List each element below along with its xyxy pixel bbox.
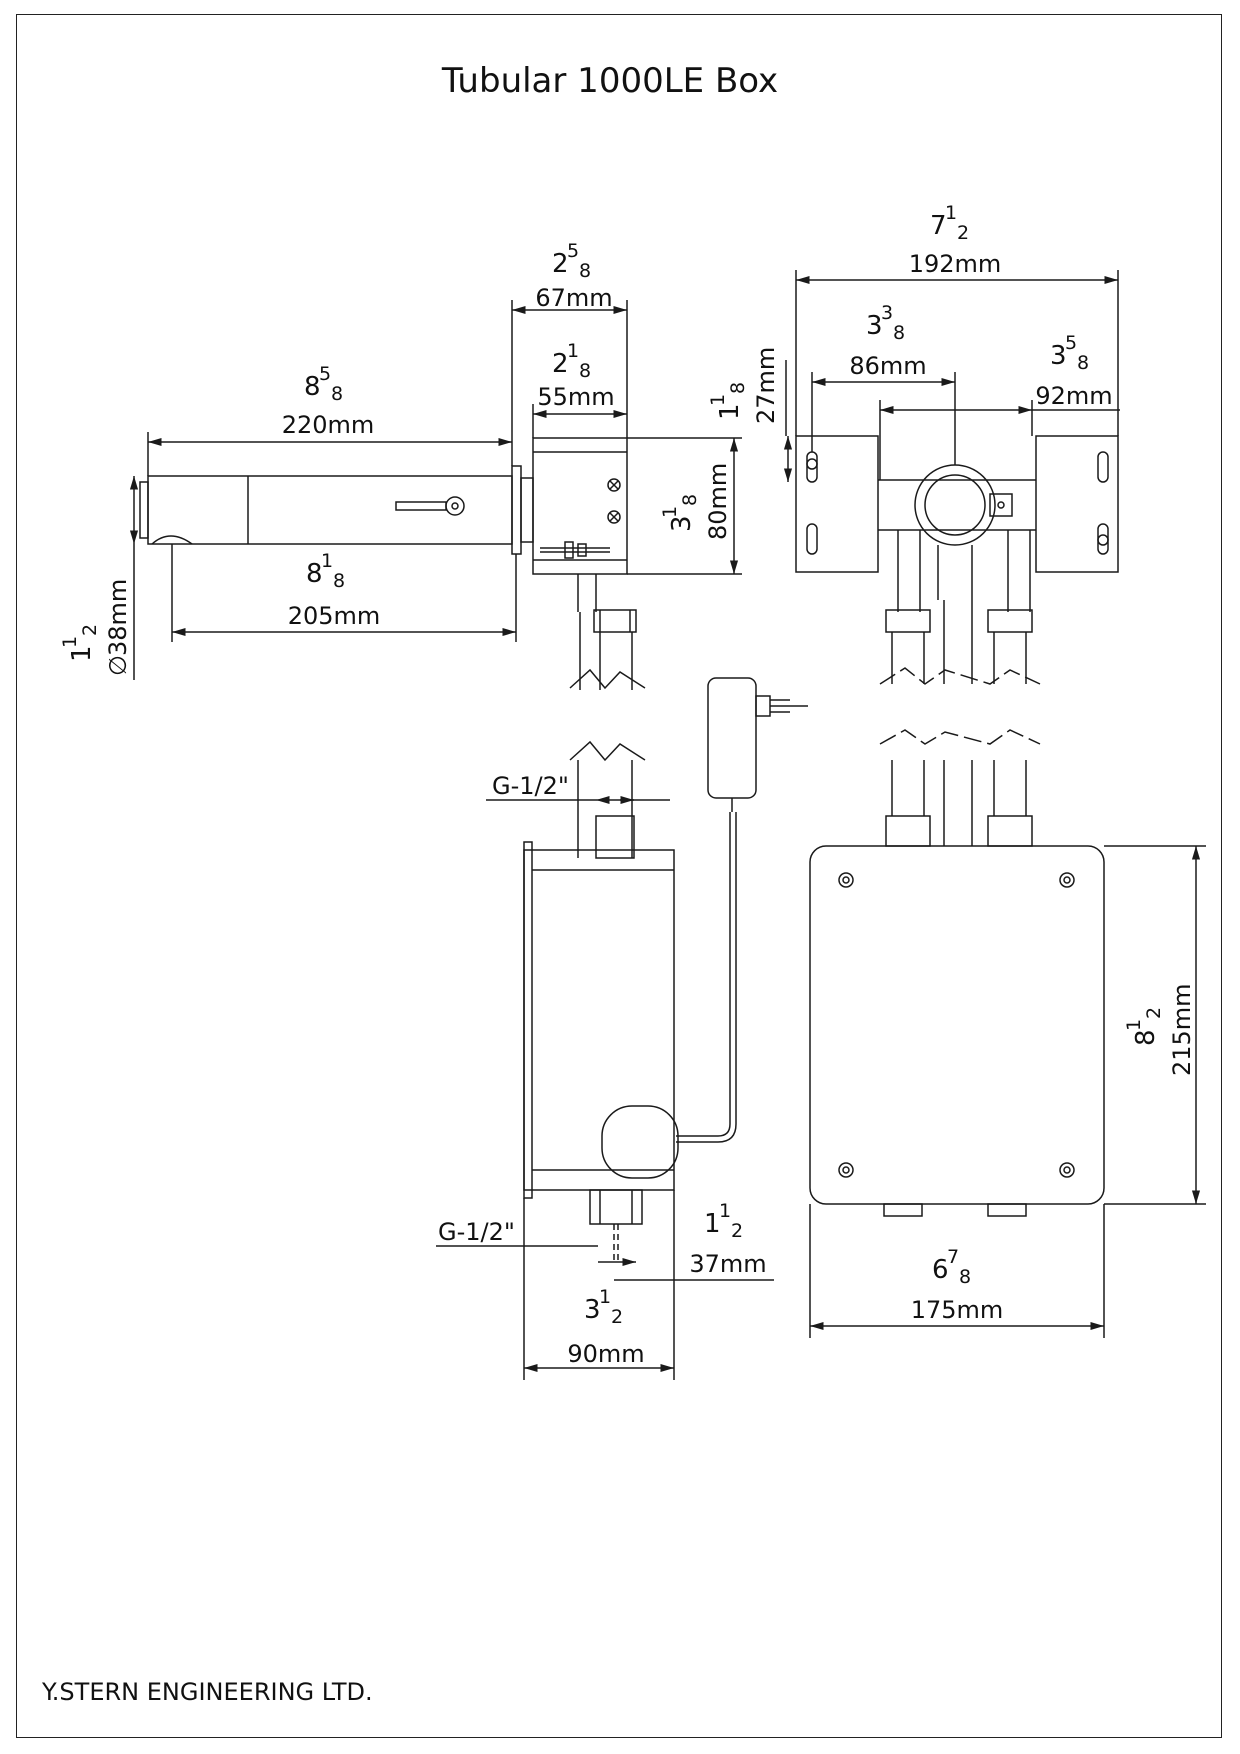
- svg-text:3: 3: [667, 515, 697, 532]
- svg-text:90mm: 90mm: [567, 1340, 644, 1368]
- dim-box-width: 3 1 2 90mm: [567, 1286, 644, 1368]
- valve-top-view: [795, 435, 1119, 685]
- svg-text:1: 1: [707, 394, 729, 406]
- svg-text:6: 6: [932, 1255, 949, 1285]
- dim-overall-length: 8 5 8 220mm: [282, 363, 375, 439]
- company-footer: Y.STERN ENGINEERING LTD.: [41, 1678, 373, 1706]
- dim-valve-width: 7 1 2 192mm: [909, 202, 1002, 278]
- dim-body-depth: 2 1 8 55mm: [537, 340, 614, 411]
- dim-valve-left-offset: 3 3 8 86mm: [849, 302, 926, 380]
- svg-text:67mm: 67mm: [535, 284, 612, 312]
- svg-text:215mm: 215mm: [1168, 983, 1196, 1076]
- svg-text:86mm: 86mm: [849, 352, 926, 380]
- svg-text:8: 8: [331, 383, 343, 405]
- dim-box-depth: 2 5 8 67mm: [535, 240, 612, 312]
- svg-text:5: 5: [319, 363, 331, 385]
- spout-side-view: [139, 437, 646, 690]
- svg-text:1: 1: [945, 202, 957, 224]
- box-side-view: [523, 740, 679, 1260]
- dim-outlet-offset: 1 1 2 37mm: [689, 1200, 766, 1278]
- dim-box-width-front: 6 7 8 175mm: [911, 1246, 1004, 1324]
- svg-text:1: 1: [659, 506, 681, 518]
- svg-text:1: 1: [599, 1286, 611, 1308]
- svg-text:1: 1: [567, 340, 579, 362]
- svg-text:8: 8: [727, 382, 749, 394]
- drawing-border: [16, 14, 1222, 1738]
- svg-text:2: 2: [1143, 1007, 1165, 1019]
- svg-text:37mm: 37mm: [689, 1250, 766, 1278]
- svg-text:1: 1: [704, 1209, 721, 1239]
- drawing-title: Tubular 1000LE Box: [441, 61, 778, 101]
- svg-text:3: 3: [584, 1295, 601, 1325]
- svg-text:8: 8: [306, 559, 323, 589]
- svg-text:8: 8: [304, 372, 321, 402]
- svg-text:220mm: 220mm: [282, 411, 375, 439]
- svg-text:92mm: 92mm: [1035, 382, 1112, 410]
- svg-text:2: 2: [957, 222, 969, 244]
- svg-text:8: 8: [959, 1266, 971, 1288]
- box-front-dimension-lines: [809, 845, 1206, 1338]
- svg-text:1: 1: [715, 403, 745, 420]
- power-adapter: [676, 677, 808, 1143]
- svg-text:7: 7: [947, 1246, 959, 1268]
- svg-text:1: 1: [59, 636, 81, 648]
- svg-text:8: 8: [1077, 352, 1089, 374]
- svg-text:175mm: 175mm: [911, 1296, 1004, 1324]
- svg-text:192mm: 192mm: [909, 250, 1002, 278]
- svg-text:8: 8: [579, 360, 591, 382]
- svg-text:8: 8: [579, 260, 591, 282]
- svg-text:3: 3: [881, 302, 893, 324]
- svg-text:8: 8: [679, 494, 701, 506]
- svg-text:7: 7: [930, 211, 947, 241]
- dim-spout-length: 8 1 8 205mm: [288, 550, 381, 630]
- svg-text:1: 1: [719, 1200, 731, 1222]
- svg-text:∅: ∅: [104, 655, 132, 676]
- dim-box-height-front: 215mm 8 1 2: [1123, 983, 1196, 1076]
- svg-text:1: 1: [321, 550, 333, 572]
- svg-text:3: 3: [866, 311, 883, 341]
- svg-text:2: 2: [79, 624, 101, 636]
- svg-text:2: 2: [731, 1220, 743, 1242]
- svg-text:1: 1: [67, 645, 97, 662]
- box-front-view: [809, 729, 1105, 1217]
- svg-text:55mm: 55mm: [537, 383, 614, 411]
- dim-valve-right-offset: 3 5 8 92mm: [1035, 332, 1112, 410]
- spout-dimension-lines: [129, 300, 742, 680]
- dim-slot-height: 27mm 1 1 8: [707, 347, 780, 424]
- svg-text:80mm: 80mm: [704, 463, 732, 540]
- svg-text:8: 8: [1131, 1029, 1161, 1046]
- svg-text:1: 1: [1123, 1019, 1145, 1031]
- svg-text:8: 8: [893, 322, 905, 344]
- box-side-dimension-lines: [436, 795, 774, 1380]
- thread-label-top: G-1/2": [492, 772, 569, 800]
- svg-text:38mm: 38mm: [104, 579, 132, 656]
- svg-text:27mm: 27mm: [752, 347, 780, 424]
- valve-dimension-lines: [783, 270, 1120, 482]
- dim-diameter: ∅ 38mm 1 1 2: [59, 579, 132, 676]
- svg-text:5: 5: [567, 240, 579, 262]
- svg-text:2: 2: [552, 349, 569, 379]
- dim-box-height: 80mm 3 1 8: [659, 463, 732, 540]
- svg-text:2: 2: [611, 1306, 623, 1328]
- svg-text:3: 3: [1050, 341, 1067, 371]
- thread-label-bottom: G-1/2": [438, 1218, 515, 1246]
- svg-text:205mm: 205mm: [288, 602, 381, 630]
- svg-text:8: 8: [333, 570, 345, 592]
- svg-text:5: 5: [1065, 332, 1077, 354]
- svg-text:2: 2: [552, 249, 569, 279]
